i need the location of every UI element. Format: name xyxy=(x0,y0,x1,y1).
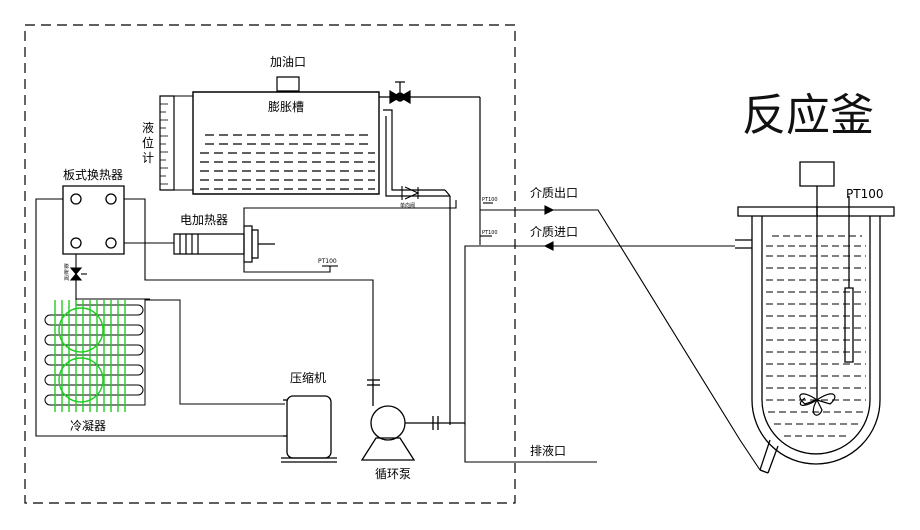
check-valve-label: 单向阀 xyxy=(400,202,415,209)
expansion-tank: 膨胀槽 xyxy=(193,92,379,194)
medium-outlet-line: PT100 xyxy=(480,197,760,470)
reactor-liquid xyxy=(766,236,866,436)
reactor-vessel: PT100 xyxy=(735,162,894,473)
compressor-label: 压缩机 xyxy=(290,370,326,385)
check-valve: 单向阀 xyxy=(400,186,418,209)
heater-pipes: PT100 xyxy=(124,200,456,272)
circulation-pump: 循环泵 xyxy=(362,380,465,481)
oil-inlet: 加油口 xyxy=(270,55,306,91)
tank-outlet-pipe xyxy=(383,110,450,425)
equipment-boundary xyxy=(25,25,515,503)
pt100-inlet-label: PT100 xyxy=(482,230,498,236)
condenser-label: 冷凝器 xyxy=(70,418,106,433)
compressor: 压缩机 xyxy=(281,370,337,462)
circulation-pump-label: 循环泵 xyxy=(375,467,411,481)
tank-vent-valve xyxy=(379,82,480,200)
level-gauge-char-2: 位 xyxy=(142,135,154,150)
reactor-agitator xyxy=(800,394,835,415)
drain-line xyxy=(465,423,597,462)
level-gauge-char-3: 计 xyxy=(142,151,154,165)
pt100-heater-label: PT100 xyxy=(318,258,337,265)
medium-inlet-label: 介质进口 xyxy=(530,225,578,239)
level-gauge-char-1: 液 xyxy=(142,120,154,135)
plate-heat-exchanger: 板式换热器 xyxy=(63,168,124,254)
level-gauge-label: 液 位 计 xyxy=(142,120,158,165)
reactor-title: 反应釜 xyxy=(742,90,874,141)
level-gauge: 液 位 计 xyxy=(142,96,193,190)
pt100-outlet-label: PT100 xyxy=(482,197,498,203)
reactor-pt100-label: PT100 xyxy=(846,187,883,201)
medium-outlet-label: 介质出口 xyxy=(530,186,578,200)
drain-outlet-label: 排液口 xyxy=(530,443,566,458)
medium-inlet-line: PT100 xyxy=(465,230,735,425)
oil-inlet-label: 加油口 xyxy=(270,55,306,69)
electric-heater-label: 电加热器 xyxy=(180,213,228,227)
expansion-valve: 膨胀阀 xyxy=(64,263,87,282)
plate-heat-exchanger-label: 板式换热器 xyxy=(63,168,123,182)
electric-heater: 电加热器 xyxy=(174,213,275,262)
condenser: 冷凝器 xyxy=(45,299,285,433)
expansion-valve-label: 膨胀阀 xyxy=(64,263,69,282)
expansion-tank-label: 膨胀槽 xyxy=(268,100,304,114)
